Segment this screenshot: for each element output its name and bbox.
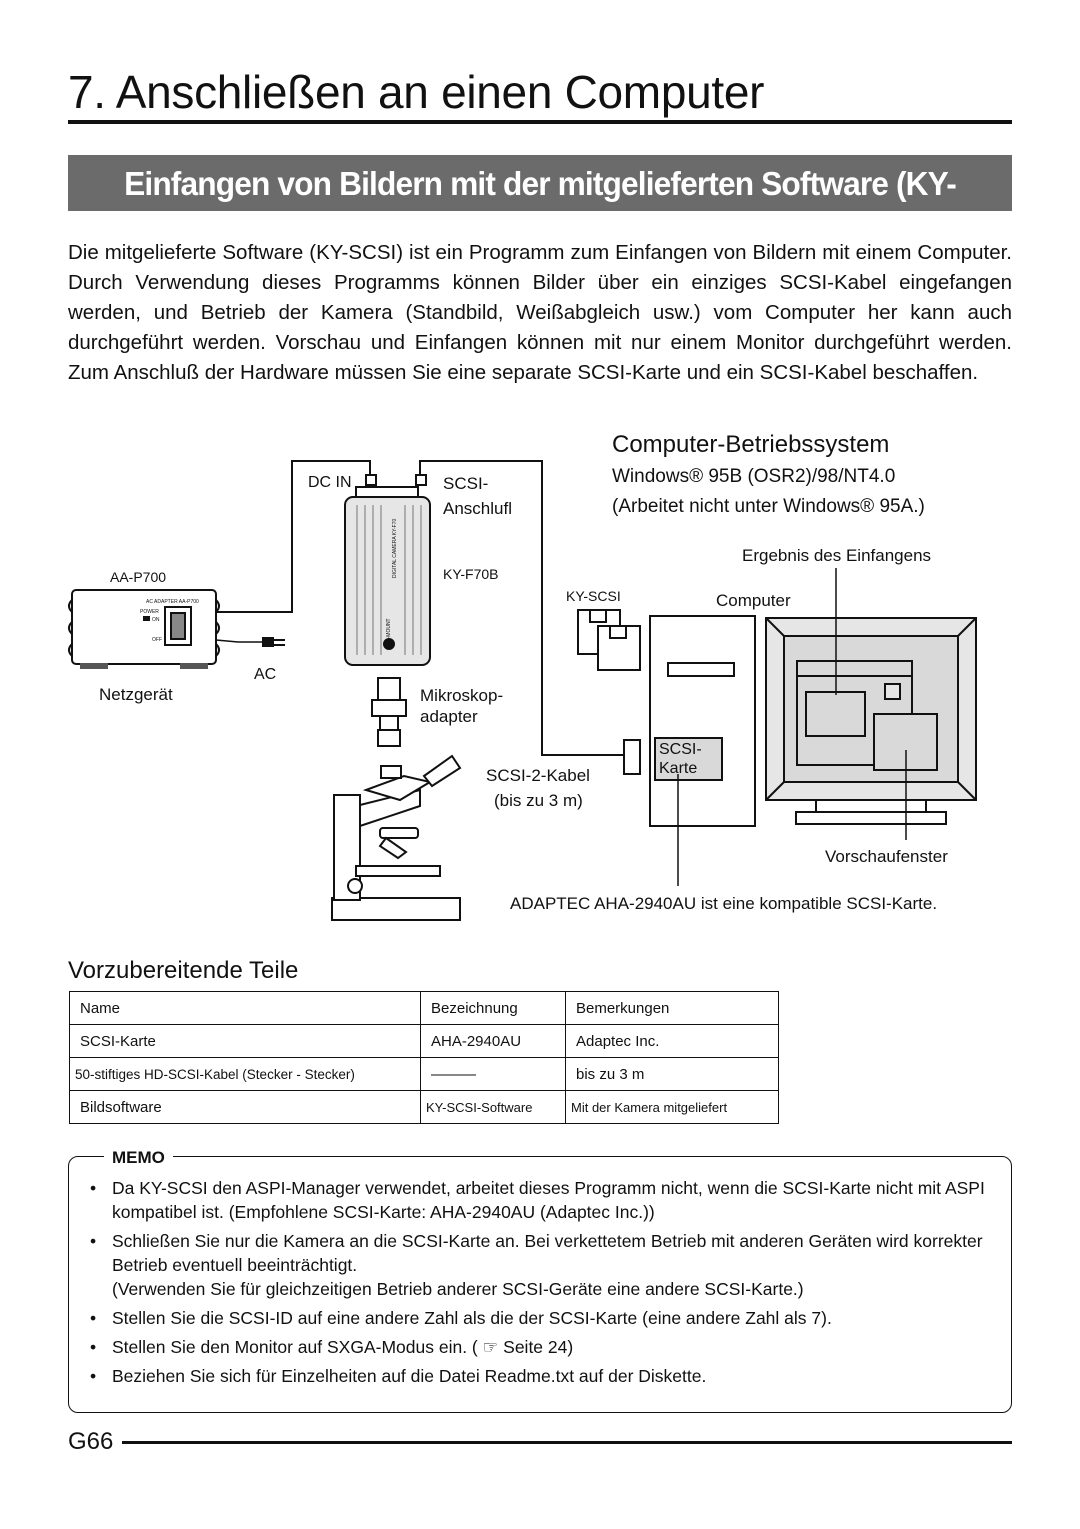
adapter-model-label: AA-P700 (110, 569, 167, 585)
adapter-power-label: POWER (140, 609, 159, 615)
page-title: 7. Anschließen an einen Computer (68, 66, 765, 118)
adapter-on-label: ON (152, 617, 160, 623)
connection-diagram (68, 460, 977, 921)
memo-item: • Da KY-SCSI den ASPI-Manager verwendet, … (88, 1176, 998, 1224)
memo-label: MEMO (104, 1148, 173, 1168)
software-label: KY-SCSI (566, 588, 621, 604)
memo-item-text: Da KY-SCSI den ASPI-Manager verwendet, a… (112, 1178, 985, 1222)
table-cell: Mit der Kamera mitgeliefert (565, 1090, 779, 1124)
computer-label: Computer (716, 591, 791, 610)
table-cell: Bildsoftware (69, 1090, 421, 1124)
parts-table: Name Bezeichnung Bemerkungen SCSI-Karte … (69, 991, 779, 1124)
camera-icon (344, 486, 431, 666)
bullet: • (90, 1366, 97, 1386)
parts-heading: Vorzubereitende Teile (68, 957, 299, 984)
scsi-cable-length-label: (bis zu 3 m) (494, 791, 583, 810)
header-name: Name (69, 991, 421, 1025)
bullet: • (90, 1231, 97, 1251)
computer-tower-icon (623, 615, 756, 827)
header-designation: Bezeichnung (420, 991, 566, 1025)
memo-box (68, 1156, 1012, 1413)
header-remarks: Bemerkungen (565, 991, 779, 1025)
bullet: • (90, 1308, 97, 1328)
os-heading: Computer-Betriebssystem (612, 431, 890, 458)
camera-mount-label: C-MOUNT (386, 618, 392, 642)
microscope-adapter-label: Mikroskop- (420, 686, 504, 705)
floppy-disk-icon (577, 609, 641, 671)
section-banner-title: Einfangen von Bildern mit der mitgeliefe… (124, 165, 957, 260)
microscope-adapter-label-2: adapter (420, 707, 478, 726)
memo-item: • Stellen Sie die SCSI-ID auf eine andere… (88, 1306, 998, 1330)
scsi-connector-label-2: Anschlufl (443, 499, 512, 518)
intro-paragraph: Die mitgelieferte Software (KY-SCSI) ist… (68, 241, 1012, 384)
table-cell: AHA-2940AU (420, 1024, 566, 1058)
capture-result-label: Ergebnis des Einfangens (742, 546, 932, 565)
table-row: Bildsoftware KY-SCSI-Software Mit der Ka… (69, 1090, 779, 1124)
table-header-row: Name Bezeichnung Bemerkungen (69, 991, 779, 1025)
dc-cable (216, 460, 371, 613)
bullet: • (90, 1178, 97, 1198)
memo-item-text: Stellen Sie die SCSI-ID auf eine andere … (112, 1308, 832, 1328)
table-cell: SCSI-Karte (69, 1024, 421, 1058)
memo-item-note: (Verwenden Sie für gleichzeitigen Betrie… (112, 1279, 804, 1299)
ac-adapter-icon (68, 589, 285, 669)
memo-item-text: Schließen Sie nur die Kamera an die SCSI… (112, 1231, 983, 1275)
page-number: G66 (68, 1428, 114, 1455)
adapter-off-label: OFF (152, 637, 162, 643)
memo-item: • Stellen Sie den Monitor auf SXGA-Modus … (88, 1335, 998, 1359)
table-cell: 50-stiftiges HD-SCSI-Kabel (Stecker - St… (69, 1057, 421, 1091)
scsi-card-label: SCSI- (659, 741, 702, 758)
microscope-icon (331, 754, 462, 921)
camera-model-label: KY-F70B (443, 566, 499, 582)
table-cell: bis zu 3 m (565, 1057, 779, 1091)
power-supply-label: Netzgerät (99, 685, 173, 704)
ac-label: AC (254, 666, 277, 683)
section-banner: Einfangen von Bildern mit der mitgeliefe… (68, 155, 1012, 260)
adaptec-caption: ADAPTEC AHA-2940AU ist eine kompatible S… (510, 894, 938, 913)
preview-window-label: Vorschaufenster (825, 847, 948, 866)
memo-item: • Beziehen Sie sich für Einzelheiten auf … (88, 1364, 998, 1388)
adapter-panel-label: AC ADAPTER AA-P700 (146, 599, 199, 605)
memo-item-text: Stellen Sie den Monitor auf SXGA-Modus e… (112, 1337, 574, 1357)
camera-side-label: DIGITAL CAMERA KY-F70 (392, 518, 398, 578)
memo-item-text: Beziehen Sie sich für Einzelheiten auf d… (112, 1366, 707, 1386)
table-cell: ——— (420, 1057, 566, 1091)
table-cell: KY-SCSI-Software (420, 1090, 566, 1124)
memo-list: • Da KY-SCSI den ASPI-Manager verwendet, … (88, 1176, 998, 1393)
scsi-cable-label: SCSI-2-Kabel (486, 766, 590, 785)
scsi-connector-label: SCSI- (443, 474, 489, 493)
scsi-cable (419, 460, 624, 756)
table-cell: Adaptec Inc. (565, 1024, 779, 1058)
title-underline (68, 120, 1012, 124)
bullet: • (90, 1337, 97, 1357)
monitor-icon (765, 617, 977, 825)
memo-item: • Schließen Sie nur die Kamera an die SCS… (88, 1229, 998, 1301)
scsi-card-label-2: Karte (659, 760, 698, 777)
footer-rule (122, 1441, 1012, 1444)
dc-in-label: DC IN (308, 474, 352, 491)
os-unsupported-note: (Arbeitet nicht unter Windows® 95A.) (612, 496, 925, 517)
os-supported: Windows® 95B (OSR2)/98/NT4.0 (612, 466, 896, 487)
table-row: 50-stiftiges HD-SCSI-Kabel (Stecker - St… (69, 1057, 779, 1091)
table-row: SCSI-Karte AHA-2940AU Adaptec Inc. (69, 1024, 779, 1058)
microscope-adapter-icon (371, 677, 407, 747)
